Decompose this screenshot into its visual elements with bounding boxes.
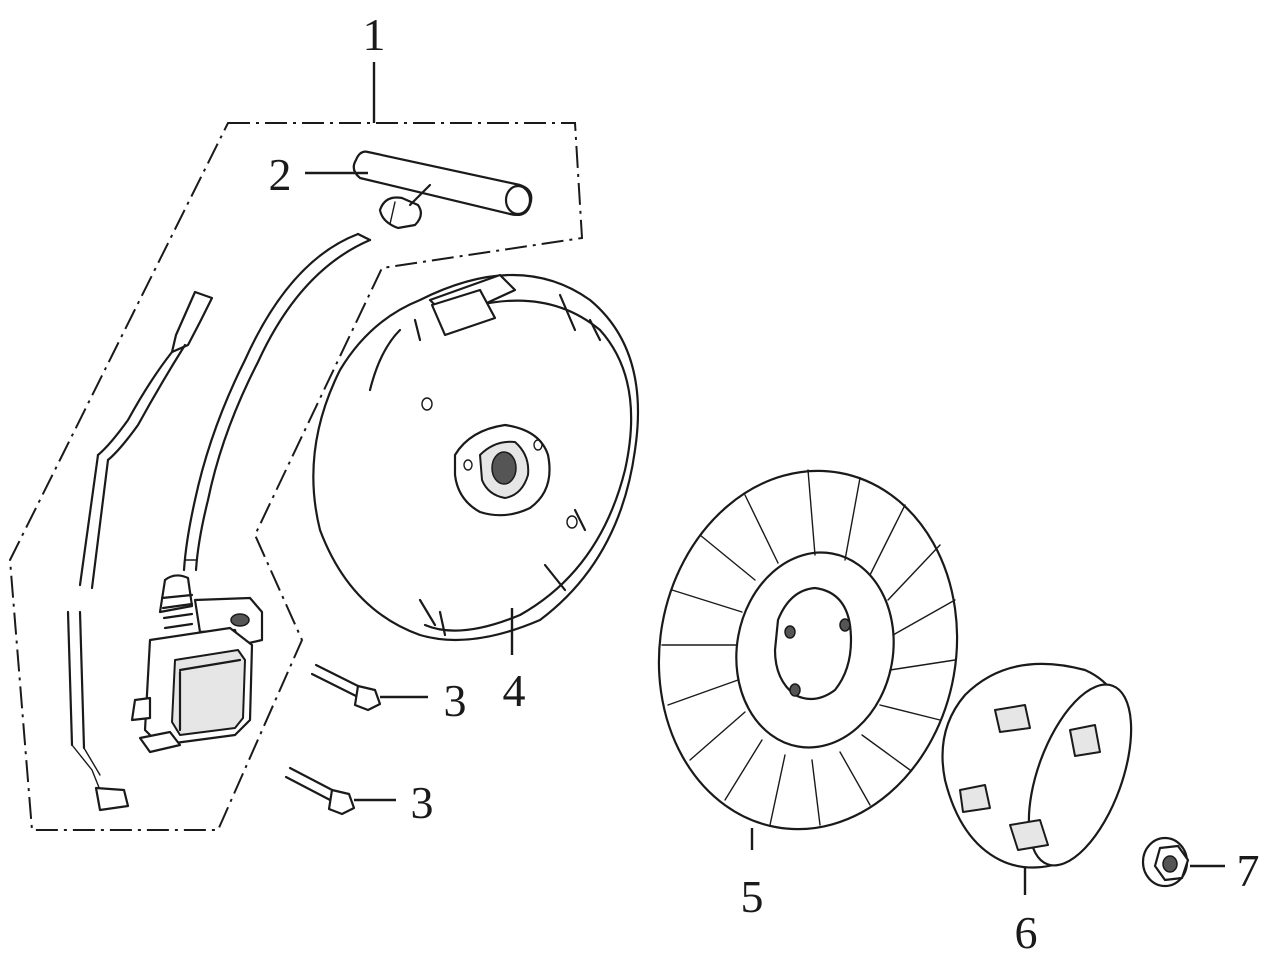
assembly-1-boundary [8, 122, 584, 831]
flywheel-nut [1141, 836, 1190, 888]
callout-6: 6 [1015, 907, 1038, 958]
spark-plug-cap [352, 150, 533, 230]
callout-2: 2 [269, 149, 292, 200]
coil-bolt-upper [310, 663, 382, 712]
stator [312, 273, 640, 642]
callout-4: 4 [503, 665, 526, 716]
starter-cup [941, 662, 1133, 869]
callout-3-lower: 3 [411, 777, 434, 828]
ignition-coil [130, 574, 264, 754]
ground-wire [66, 290, 214, 812]
callout-5: 5 [741, 871, 764, 922]
callout-7: 7 [1237, 845, 1260, 896]
flywheel [657, 469, 959, 831]
callout-1: 1 [363, 9, 386, 60]
ht-lead [182, 232, 372, 572]
callout-3-upper: 3 [444, 675, 467, 726]
coil-bolt-lower [284, 766, 356, 816]
